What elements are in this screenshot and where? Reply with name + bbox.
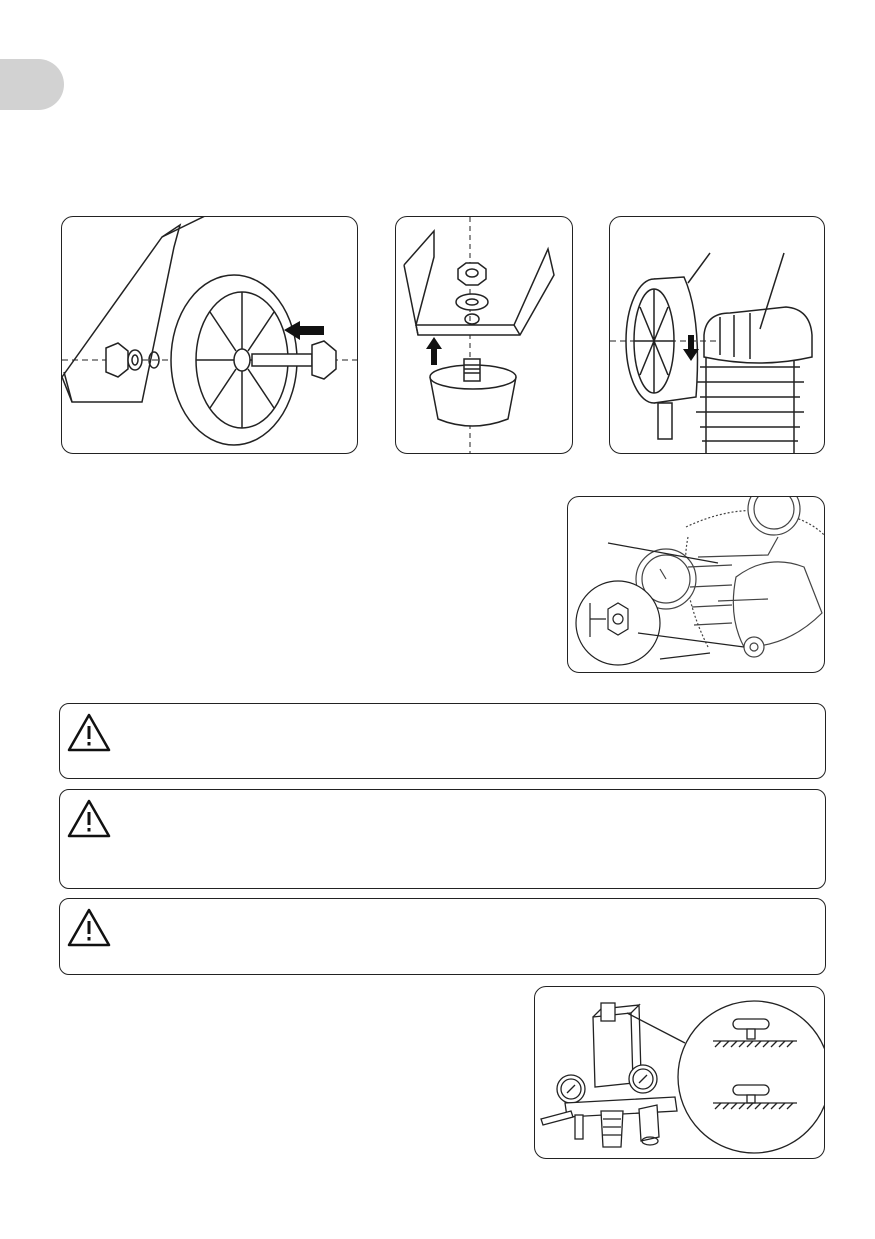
warning-triangle-icon bbox=[67, 799, 111, 838]
figure-oil-level bbox=[567, 496, 825, 673]
arrow-up-icon bbox=[426, 337, 442, 365]
warning-triangle-icon bbox=[67, 713, 111, 752]
rubber-foot-icon bbox=[403, 217, 555, 453]
pressure-switch-icon bbox=[540, 1000, 824, 1154]
warning-triangle-icon bbox=[67, 908, 111, 947]
figure-pressure-switch bbox=[534, 986, 825, 1159]
arrow-left-icon bbox=[284, 321, 324, 340]
warning-box-1 bbox=[59, 703, 826, 779]
section-tab bbox=[0, 59, 64, 110]
warning-box-3 bbox=[59, 898, 826, 975]
arrow-down-icon bbox=[683, 335, 699, 361]
figure-rubber-foot bbox=[395, 216, 573, 454]
air-filter-icon bbox=[610, 252, 813, 453]
figure-air-filter bbox=[609, 216, 825, 454]
warning-box-2 bbox=[59, 789, 826, 889]
figure-wheel-assembly bbox=[61, 216, 358, 454]
cylinder-head-icon bbox=[575, 497, 824, 666]
wheel-icon bbox=[62, 217, 357, 446]
